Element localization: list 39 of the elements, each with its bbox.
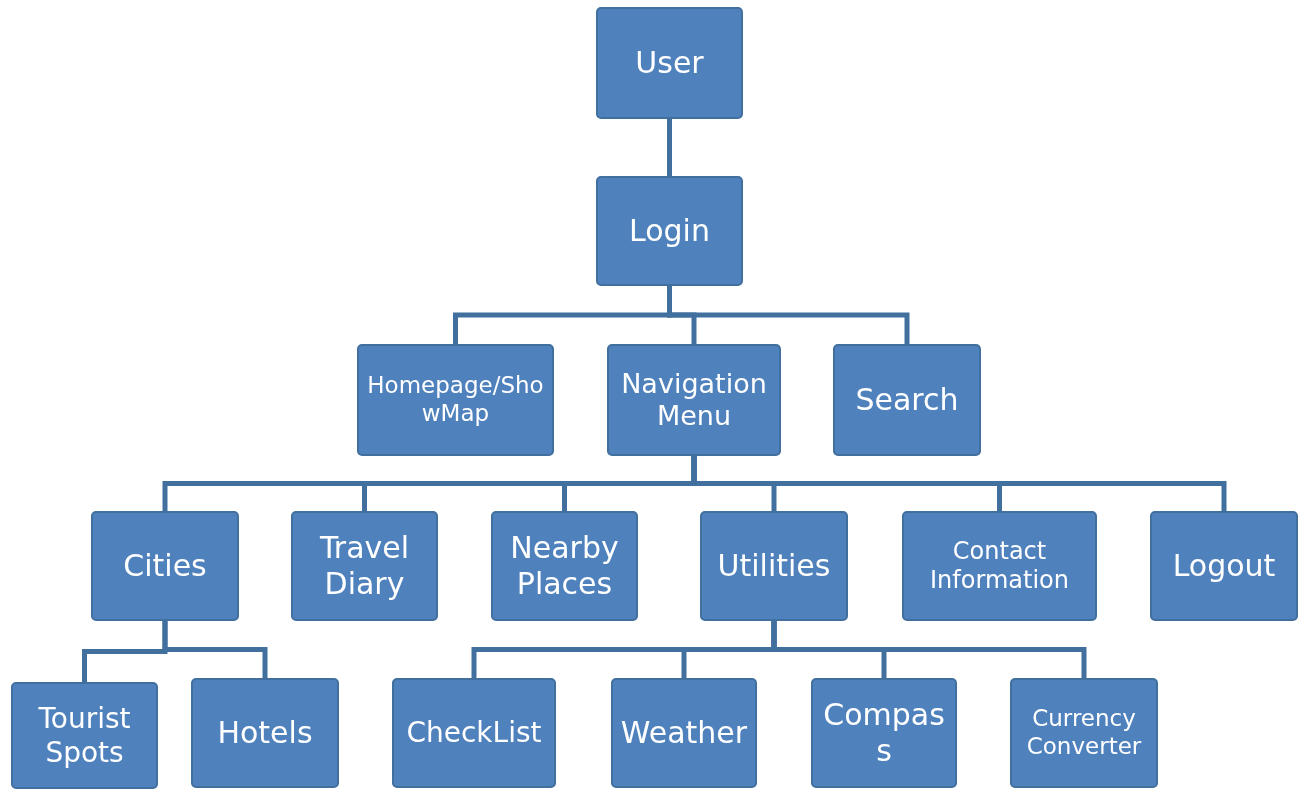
process-box (596, 176, 743, 286)
process-box (1010, 678, 1158, 788)
connector-line (667, 286, 910, 344)
box-label: Currency Converter (1025, 705, 1143, 761)
box-label: Login (629, 213, 710, 249)
box-label: Tourist Spots (37, 701, 132, 770)
box-label: Navigation Menu (620, 367, 768, 433)
box-label: Utilities (717, 548, 831, 584)
process-box (392, 678, 556, 788)
process-box (357, 344, 554, 456)
box-label: Homepage/ShowMap (366, 372, 545, 428)
box-label: Contact Information (929, 537, 1070, 595)
box-label: Nearby Places (509, 530, 620, 602)
process-box (902, 511, 1097, 621)
process-box (700, 511, 848, 621)
process-box (811, 678, 957, 788)
process-box (11, 682, 158, 789)
box-label: Search (855, 382, 959, 418)
process-box (607, 344, 781, 456)
box-label: User (635, 45, 704, 81)
connector-line (771, 621, 1087, 678)
process-box (491, 511, 638, 621)
process-box (1150, 511, 1298, 621)
box-label: Cities (123, 548, 207, 584)
process-box (833, 344, 981, 456)
connector-line (691, 456, 1227, 511)
process-box (596, 7, 743, 119)
box-label: Weather (620, 715, 748, 751)
connector-line (667, 119, 672, 176)
box-label: CheckList (406, 716, 542, 750)
box-label: Logout (1172, 548, 1276, 584)
process-box (91, 511, 239, 621)
process-box (291, 511, 438, 621)
box-label: Hotels (217, 715, 313, 751)
process-box (611, 678, 757, 788)
process-box (191, 678, 339, 788)
box-label: Compass (822, 697, 946, 769)
box-label: Travel Diary (318, 530, 411, 602)
connector-line (162, 621, 268, 678)
